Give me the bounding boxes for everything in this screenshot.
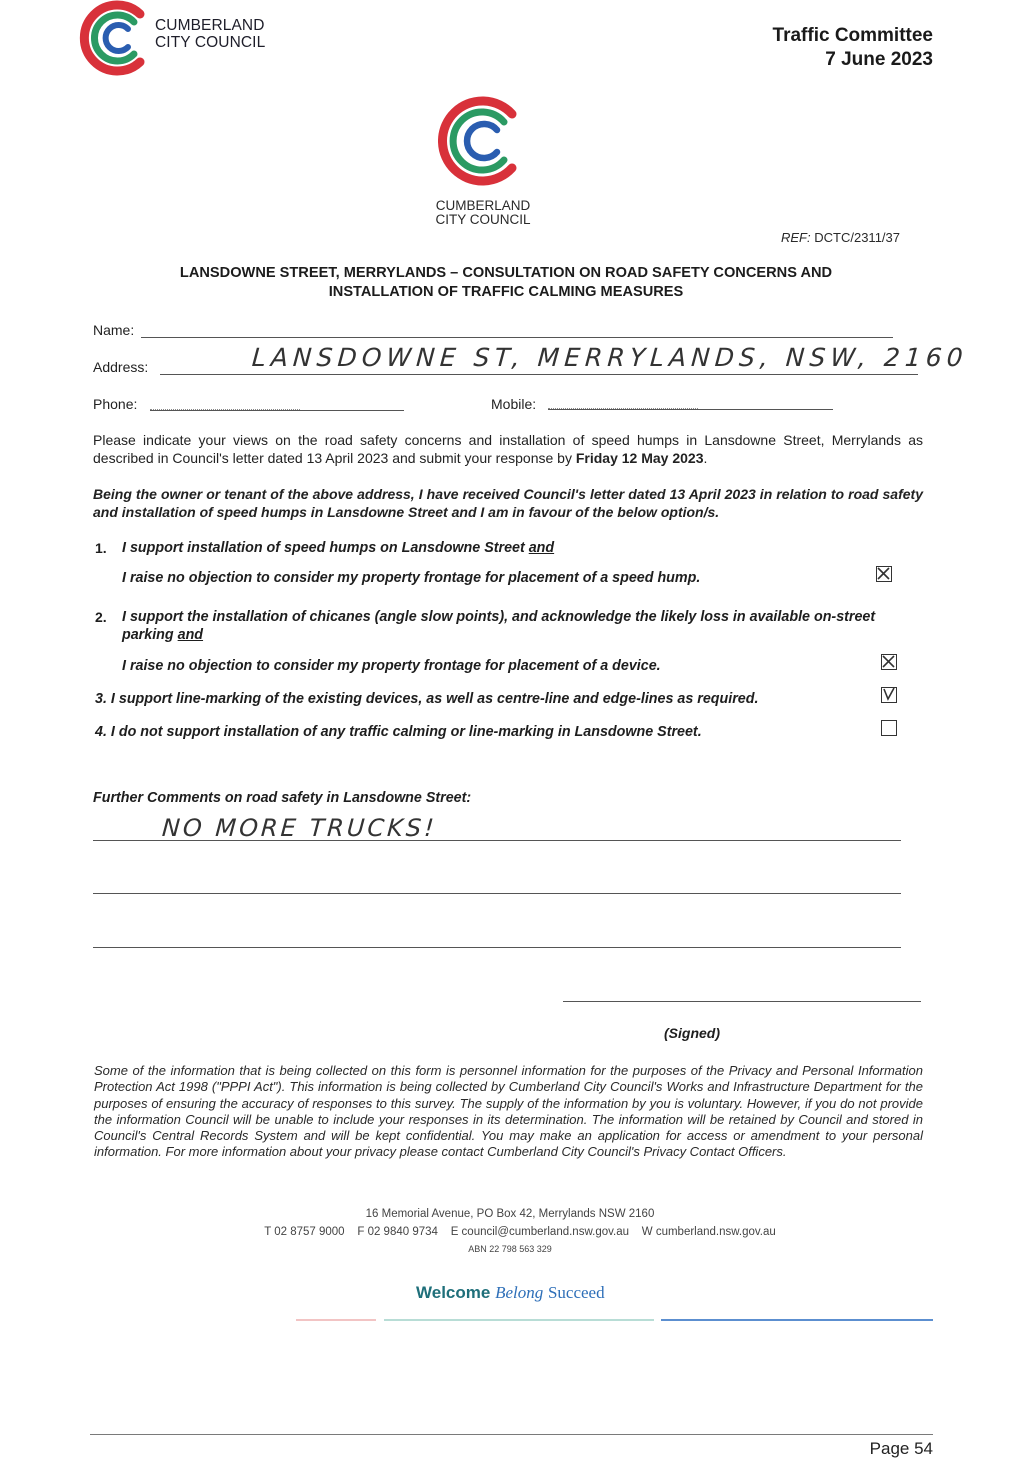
option-1-number: 1. [95, 540, 107, 556]
document-header: Traffic Committee 7 June 2023 [773, 24, 933, 72]
footer-bar-red [296, 1319, 376, 1321]
option-2-checkbox[interactable] [881, 654, 897, 670]
comments-line-1[interactable] [93, 840, 901, 841]
check-x-icon [877, 567, 890, 580]
name-label: Name: [93, 322, 135, 338]
address-field[interactable] [160, 374, 918, 375]
option-2-number: 2. [95, 609, 107, 625]
committee-name: Traffic Committee [772, 25, 933, 46]
reference-number: REF: DCTC/2311/37 [781, 230, 900, 245]
option-2-text: I support the installation of chicanes (… [122, 609, 876, 643]
address-label: Address: [93, 359, 149, 375]
footer-abn: ABN 22 798 563 329 [468, 1244, 552, 1254]
owner-statement: Being the owner or tenant of the above a… [93, 486, 923, 520]
meeting-date: 7 June 2023 [825, 49, 933, 70]
option-1-text: I support installation of speed humps on… [122, 540, 555, 556]
mobile-field[interactable] [548, 409, 833, 410]
intro-paragraph: Please indicate your views on the road s… [93, 432, 923, 466]
comments-line-2[interactable] [93, 893, 901, 894]
letterhead-org-name: CUMBERLAND CITY COUNCIL [435, 198, 531, 227]
phone-label: Phone: [93, 396, 138, 412]
council-logo-icon [79, 0, 145, 76]
letterhead-logo-icon [438, 96, 517, 186]
footer-address: 16 Memorial Avenue, PO Box 42, Merryland… [365, 1208, 655, 1220]
option-4-text: 4. I do not support installation of any … [95, 724, 702, 740]
comments-line-3[interactable] [93, 947, 901, 948]
footer-contacts: T 02 8757 9000 F 02 9840 9734 E council@… [264, 1226, 776, 1238]
org-name: CUMBERLAND CITY COUNCIL [155, 17, 266, 51]
footer-bar-blue [661, 1319, 933, 1321]
page-divider [90, 1434, 933, 1435]
mobile-label: Mobile: [491, 396, 537, 412]
check-mark-icon [883, 688, 895, 701]
address-handwritten: LANSDOWNE ST, MERRYLANDS, NSW, 2160 [250, 343, 969, 372]
privacy-notice: Some of the information that is being co… [94, 1063, 923, 1160]
option-3-checkbox[interactable] [881, 687, 897, 703]
option-1-subtext: I raise no objection to consider my prop… [122, 570, 701, 586]
comments-label: Further Comments on road safety in Lansd… [93, 790, 472, 806]
council-tagline: Welcome Belong Succeed [416, 1283, 605, 1302]
option-3-text: 3. I support line-marking of the existin… [95, 691, 759, 707]
phone-redaction-dots [150, 409, 300, 410]
option-4-checkbox[interactable] [881, 720, 897, 736]
check-x-icon [882, 655, 895, 668]
page-number: Page 54 [869, 1439, 933, 1458]
signature-line[interactable] [563, 1001, 921, 1002]
name-field[interactable] [141, 337, 893, 338]
footer-bar-teal [384, 1319, 654, 1321]
option-2-subtext: I raise no objection to consider my prop… [122, 658, 661, 674]
comments-handwritten: NO MORE TRUCKS! [161, 814, 438, 842]
phone-field[interactable] [150, 410, 404, 411]
option-1-checkbox[interactable] [876, 566, 892, 582]
signed-label: (Signed) [664, 1025, 720, 1041]
mobile-redaction-dots [548, 408, 698, 409]
form-title: LANSDOWNE STREET, MERRYLANDS – CONSULTAT… [179, 265, 833, 300]
